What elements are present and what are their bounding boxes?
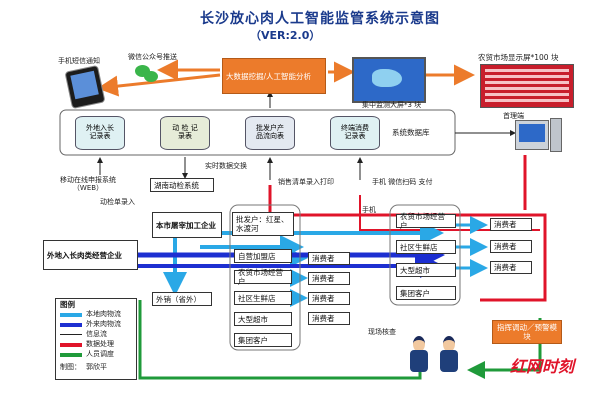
red-data-line-3 <box>480 280 547 302</box>
hunan-system-box: 湖南动检系统 <box>150 178 214 192</box>
officer-icon-2 <box>438 336 460 376</box>
system-db-label: 系统数据库 <box>392 128 430 137</box>
legend-box: 图例 本地肉物流 外来肉物流 信息流 数据处理 人员调度 制图： 郭欣平 <box>55 298 137 380</box>
legend-item-staff: 人员调度 <box>86 350 114 358</box>
mobile-entry-label: 移动在线申报系统（WEB） <box>60 176 116 193</box>
alert-module: 指挥调动／预警模块 <box>492 320 562 344</box>
db-wholesale-flow-label: 批发户产 品流向表 <box>256 124 284 140</box>
phone-label: 手机 <box>362 206 376 214</box>
legend-author-label: 制图： <box>60 363 81 371</box>
quarantine-entry-label: 动检单录入 <box>100 198 135 206</box>
consumer-r-2: 消费者 <box>490 240 532 253</box>
consumer-r-3: 消费者 <box>490 261 532 274</box>
consumer-mid-4: 消费者 <box>308 312 350 325</box>
computer-tower-icon <box>550 118 562 152</box>
legend-swatch-staff <box>60 353 82 357</box>
db-wholesale-flow: 批发户产 品流向表 <box>245 116 295 150</box>
db-outside-record: 外地入长 记录表 <box>75 116 125 150</box>
r-market-node: 农贸市场经营户 <box>396 212 456 230</box>
consumer-r-1: 消费者 <box>490 218 532 231</box>
group-node: 集团客户 <box>234 333 292 347</box>
db-outside-record-label: 外地入长 记录表 <box>86 124 114 140</box>
retail-group-bracket <box>389 204 461 306</box>
db-terminal-consumption-label: 终端消费 记录表 <box>341 124 369 140</box>
legend-item-data: 数据处理 <box>86 340 114 348</box>
db-quarantine-record: 动 检 记 录表 <box>160 116 210 150</box>
watermark-logo: 红网时刻 <box>510 357 575 376</box>
legend-swatch-data <box>60 343 82 347</box>
db-quarantine-record-label: 动 检 记 录表 <box>172 124 198 140</box>
legend-swatch-outer <box>60 323 82 327</box>
r-community-node: 社区生鲜店 <box>396 240 456 254</box>
terminal-label: 首理端 <box>503 112 524 120</box>
realtime-label: 实时数据交换 <box>205 162 247 170</box>
market-node: 农贸市场经营户 <box>234 268 292 286</box>
legend-item-outer: 外来肉物流 <box>86 320 121 328</box>
legend-item-info: 信息流 <box>86 330 107 338</box>
r-group-node: 集团客户 <box>396 286 456 300</box>
bigdata-box: 大数据挖掘/人工智能分析 <box>222 58 326 94</box>
consumer-mid-1: 消费者 <box>308 252 350 265</box>
arrow-to-sms <box>97 73 221 97</box>
monitor-screen-icon <box>352 57 426 103</box>
consumer-mid-2: 消费者 <box>308 272 350 285</box>
wechat-label: 微信公众号推送 <box>128 53 177 61</box>
legend-author: 郭欣平 <box>86 363 107 371</box>
legend-swatch-info <box>60 334 82 335</box>
page-title: 长沙放心肉人工智能监管系统示意图 <box>200 11 440 27</box>
community-node: 社区生鲜店 <box>234 291 292 305</box>
legend-item-local: 本地肉物流 <box>86 310 121 318</box>
sales-entry-label: 销售清单录入打印 <box>278 178 334 186</box>
outside-node: 外地入长肉类经营企业 <box>43 240 138 270</box>
market-screen-icon <box>480 64 574 108</box>
selfstore-node: 自营加盟店 <box>234 249 292 263</box>
phone-pay-label: 手机 微信扫码 支付 <box>372 178 433 186</box>
processor-node: 本市屠宰加工企业 <box>152 212 222 238</box>
legend-title: 图例 <box>60 300 75 309</box>
wholesale-node: 批发户：红星、水渡河 <box>232 212 294 236</box>
market-screen-label: 农贸市场显示屏*100 块 <box>478 53 559 62</box>
page-subtitle: （VER:2.0） <box>250 29 321 42</box>
r-super-node: 大型超市 <box>396 263 456 277</box>
legend-swatch-local <box>60 313 82 317</box>
supermarket-node: 大型超市 <box>234 312 292 326</box>
export-node: 外销（省外） <box>152 292 212 306</box>
officer-icon-1 <box>408 336 430 376</box>
wechat-icon <box>135 63 161 85</box>
screen-label: 集中监测大屏*3 块 <box>362 101 422 109</box>
inspect-label: 现场核查 <box>368 328 396 336</box>
consumer-mid-3: 消费者 <box>308 292 350 305</box>
db-terminal-consumption: 终端消费 记录表 <box>330 116 380 150</box>
wholesale-group-bracket <box>229 204 301 351</box>
computer-icon <box>515 120 549 150</box>
sms-label: 手机短信通知 <box>58 57 100 65</box>
